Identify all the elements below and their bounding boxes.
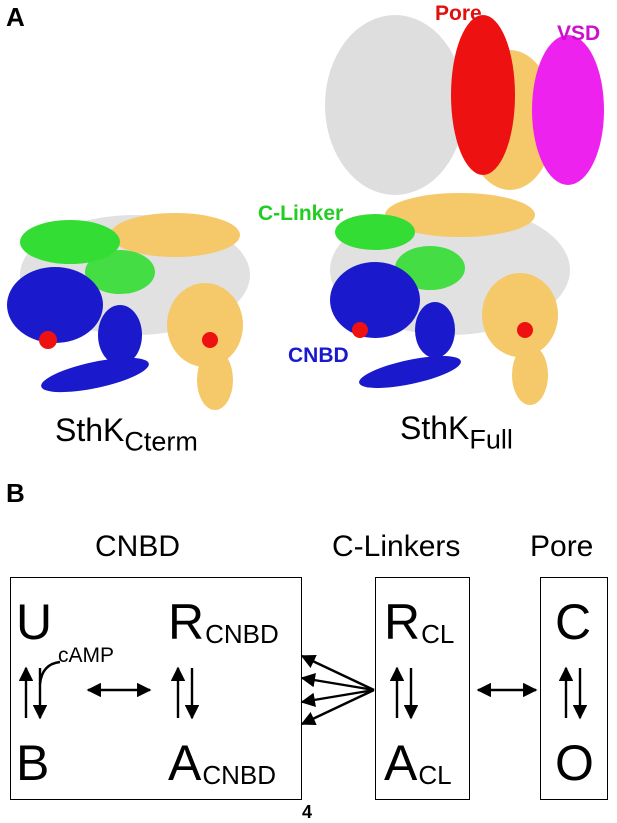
yellow-helices (110, 213, 240, 257)
state-r-cnbd-sub: CNBD (205, 618, 279, 649)
state-a-cnbd: ACNBD (168, 738, 276, 788)
blue-helix-2 (98, 305, 142, 365)
sthk-full-structure (325, 15, 604, 405)
arrow-fan-4 (300, 688, 375, 726)
c-linker-label: C-Linker (258, 202, 344, 225)
red-pore (451, 15, 515, 175)
red-ligand-left (39, 331, 57, 349)
yellow-helix-lower (512, 345, 548, 405)
pore-title: Pore (530, 530, 594, 563)
state-a-cnbd-sub: CNBD (202, 759, 277, 790)
panel-a-letter: A (6, 2, 25, 32)
state-r-cl: RCL (384, 597, 454, 647)
red-ligand-right (202, 332, 218, 348)
sthk-full-name: SthKFull (400, 410, 513, 455)
cnbd-box (10, 577, 302, 800)
green-c-linker-2 (85, 250, 155, 294)
yellow-cnbd (167, 283, 243, 367)
state-a-cl-base: A (384, 735, 418, 791)
red-ligand-left (352, 322, 368, 338)
state-a-cnbd-base: A (168, 735, 202, 791)
cnbd-label: CNBD (288, 344, 349, 367)
state-a-cl-sub: CL (418, 759, 452, 790)
camp-label: cAMP (58, 644, 115, 667)
gray-transmembrane (325, 15, 465, 195)
green-c-linker (335, 214, 415, 250)
cnbd-title: CNBD (95, 530, 181, 563)
clinkers-box (375, 577, 470, 800)
arrow-fan-3 (300, 688, 375, 707)
state-r-cl-sub: CL (421, 618, 455, 649)
arrow-fan-2 (300, 673, 375, 692)
state-r-cnbd: RCNBD (168, 597, 279, 647)
sthk-full-base: SthK (400, 410, 470, 446)
arrow-fan-1 (300, 654, 375, 692)
panel-b-letter: B (6, 478, 25, 508)
state-u: U (16, 594, 53, 650)
blue-cnbd (7, 267, 103, 343)
pore-label: Pore (435, 2, 482, 25)
blue-helix-2 (415, 302, 455, 358)
sthk-cterm-base: SthK (55, 412, 125, 448)
state-o: O (555, 735, 594, 791)
state-a-cl: ACL (384, 738, 452, 788)
figure-number: 4 (302, 802, 313, 822)
state-b: B (16, 735, 50, 791)
state-r-cnbd-base: R (168, 594, 205, 650)
yellow-cnbd (482, 273, 558, 357)
blue-helix (41, 357, 149, 393)
vsd-label: VSD (557, 22, 601, 45)
yellow-helix-lower (197, 350, 233, 410)
state-c: C (555, 594, 592, 650)
pore-box (540, 577, 608, 800)
red-ligand-right (517, 322, 533, 338)
yellow-c-linker (385, 193, 535, 237)
green-c-linker (20, 220, 120, 264)
clinkers-title: C-Linkers (332, 530, 461, 563)
blue-cnbd (330, 262, 420, 338)
state-r-cl-base: R (384, 594, 421, 650)
sthk-cterm-structure (7, 213, 250, 410)
blue-helix (359, 356, 461, 388)
sthk-cterm-sub: Cterm (124, 426, 198, 457)
structure-illustrations (7, 15, 604, 410)
sthk-full-sub: Full (469, 424, 513, 455)
sthk-cterm-name: SthKCterm (55, 412, 198, 457)
camp-hook (38, 660, 61, 685)
magenta-vsd (532, 35, 604, 185)
